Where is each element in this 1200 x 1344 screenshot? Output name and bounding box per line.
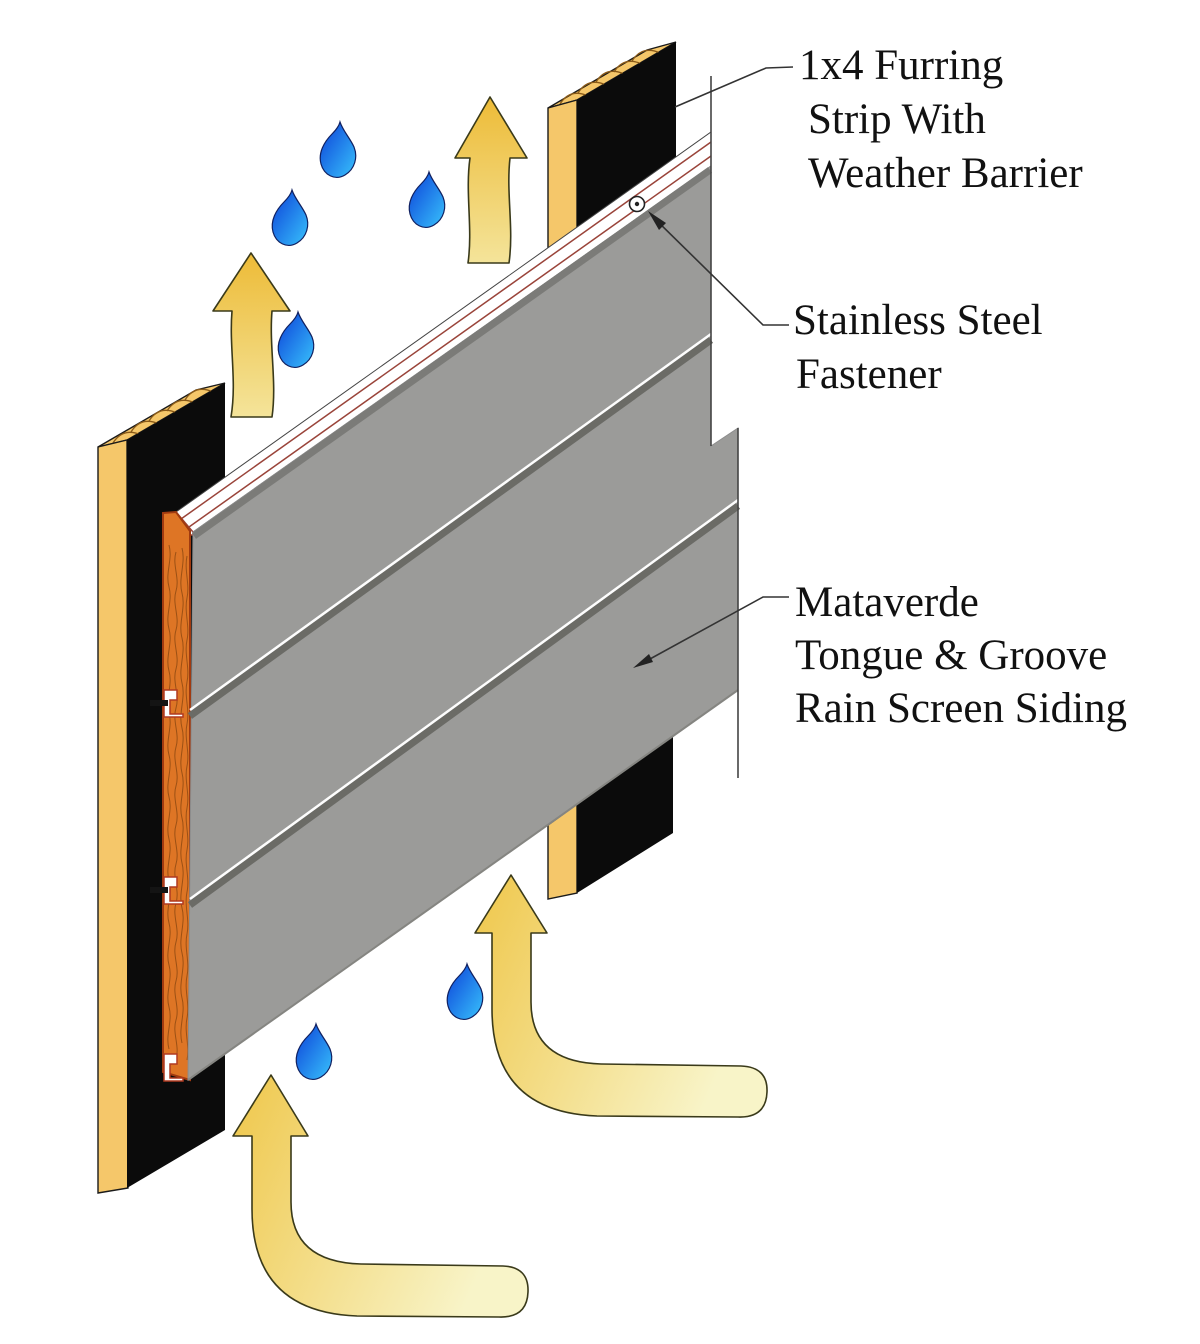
water-droplet-icon xyxy=(408,169,446,228)
right-furring-strip-lower xyxy=(547,736,673,900)
water-droplet-icon xyxy=(446,961,484,1020)
tongue-groove-joint-profile xyxy=(163,876,184,905)
label-siding-line1: Mataverde xyxy=(795,579,979,626)
right-strip-lower-weather-barrier xyxy=(577,736,673,893)
callout-labels: 1x4 Furring Strip With Weather Barrier S… xyxy=(793,42,1127,732)
groove-highlight xyxy=(189,332,712,712)
tongue-groove-joint-profile xyxy=(163,1053,184,1082)
label-siding-line3: Rain Screen Siding xyxy=(795,685,1127,732)
right-strip-side-face xyxy=(547,99,578,252)
right-strip-grain-arcs xyxy=(559,49,661,105)
water-droplet-icon xyxy=(319,119,357,178)
siding-top-edge-shadow xyxy=(191,167,713,539)
end-grain-wavy-lines xyxy=(167,544,189,1061)
fastener-symbol xyxy=(628,195,646,213)
joint-shadow-tick xyxy=(150,887,168,893)
leader-lines xyxy=(633,66,794,668)
water-droplet-icon xyxy=(277,309,315,368)
tongue-groove-joint-profile xyxy=(163,689,184,718)
leader-siding-arrowhead xyxy=(633,654,653,668)
leader-fastener-arrowhead xyxy=(648,211,666,230)
airflow-arrow-up-left xyxy=(212,252,291,418)
airflow-arrow-curved-right xyxy=(474,874,768,1118)
label-fastener-line2: Fastener xyxy=(796,351,942,398)
airflow-arrows xyxy=(212,96,768,1318)
leader-siding xyxy=(638,596,789,666)
label-fastener-line1: Stainless Steel xyxy=(793,297,1043,344)
leader-furring-strip xyxy=(674,66,794,108)
label-siding-line2: Tongue & Groove xyxy=(795,632,1107,679)
water-droplet-icon xyxy=(271,187,309,246)
siding-top-band-line xyxy=(180,141,712,520)
section-break-lines xyxy=(710,76,739,778)
siding-end-grain xyxy=(150,510,191,1082)
left-strip-side-face xyxy=(97,439,129,1194)
right-strip-weather-barrier xyxy=(577,42,676,229)
groove-highlight xyxy=(189,498,739,901)
joint-shadow-tick xyxy=(150,700,168,706)
airflow-arrow-curved-left xyxy=(232,1074,529,1318)
left-strip-grain-arcs xyxy=(112,388,214,444)
label-furring-line1: 1x4 Furring xyxy=(799,42,1003,89)
groove-line xyxy=(187,503,741,908)
end-grain-strip xyxy=(162,510,191,1082)
screw-head-center xyxy=(634,201,640,207)
airflow-arrow-up-right xyxy=(454,96,528,264)
label-furring-line2: Strip With xyxy=(808,96,986,143)
siding-top-band-line xyxy=(188,155,712,528)
leader-fastener xyxy=(651,215,789,326)
water-droplet-icon xyxy=(295,1021,333,1080)
label-furring-line3: Weather Barrier xyxy=(808,150,1083,197)
water-droplets xyxy=(271,119,484,1080)
groove-line xyxy=(187,337,714,719)
siding-bottom-edge xyxy=(187,689,739,1081)
right-furring-strip-upper xyxy=(547,41,677,252)
